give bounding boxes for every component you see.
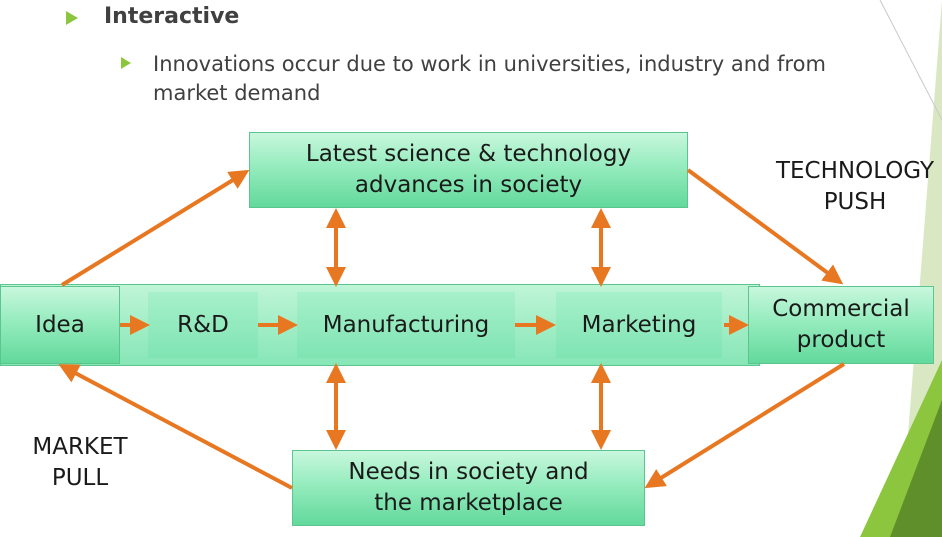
decor-dark-wedge (890, 400, 942, 537)
bullet-text: Innovations occur due to work in univers… (153, 52, 826, 105)
arrow-commercial-to-needs (644, 362, 846, 489)
box-manufacturing: Manufacturing (297, 292, 515, 358)
box-rd-label: R&D (177, 311, 229, 338)
arrow-idea-to-science (60, 169, 250, 287)
box-marketing: Marketing (556, 292, 722, 358)
box-idea-label: Idea (35, 311, 85, 338)
box-needs: Needs in society and the marketplace (292, 450, 645, 526)
heading: Interactive (104, 4, 240, 29)
arrow-needs-to-idea (58, 364, 293, 490)
box-commercial-label: Commercial product (772, 296, 910, 353)
arrow-science-to-commercial (686, 168, 844, 285)
box-science-label: Latest science & technology advances in … (305, 141, 632, 198)
sub-bullet-icon (121, 57, 131, 69)
box-needs-label: Needs in society and the marketplace (348, 459, 589, 516)
label-technology-push: TECHNOLOGY PUSH (775, 158, 935, 215)
bullet-icon (66, 11, 78, 25)
box-science-advances: Latest science & technology advances in … (249, 132, 688, 208)
box-idea: Idea (0, 286, 120, 364)
box-manufacturing-label: Manufacturing (322, 311, 490, 338)
label-market-pull: MARKET PULL (32, 434, 128, 491)
box-rd: R&D (148, 292, 258, 358)
box-marketing-label: Marketing (581, 311, 697, 338)
decor-line (879, 0, 942, 121)
